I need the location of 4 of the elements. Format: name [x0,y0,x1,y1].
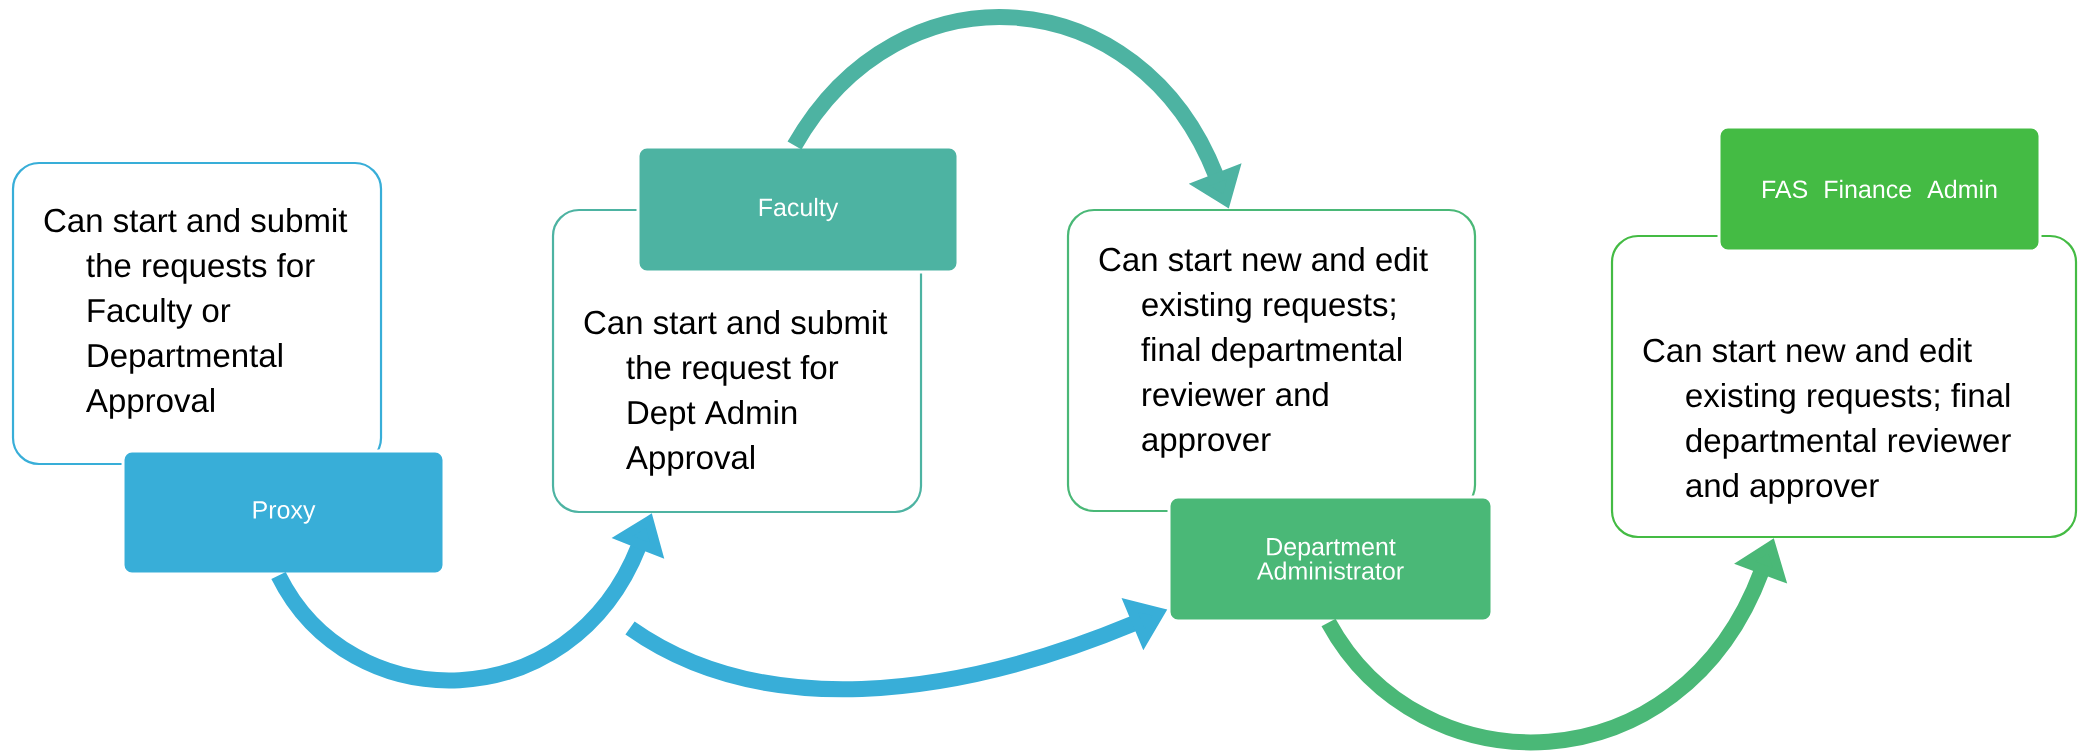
role-box: Faculty [636,145,960,274]
role-box: Department Administrator [1167,495,1494,623]
role-box: FAS Finance Admin [1717,125,2042,253]
role-box: Proxy [121,449,446,576]
